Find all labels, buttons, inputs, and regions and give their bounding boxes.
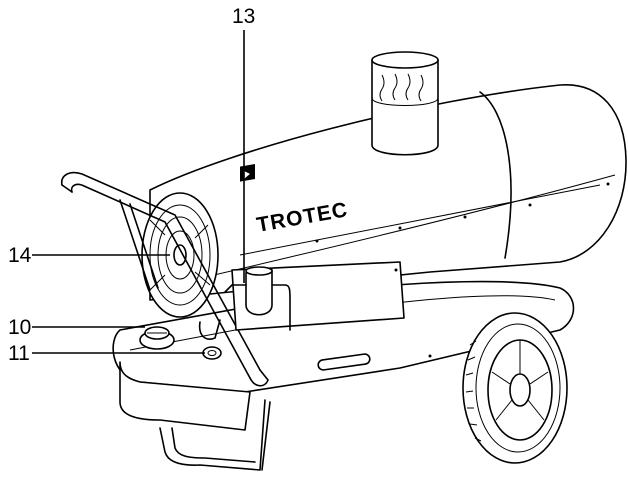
wheel — [462, 312, 568, 464]
callout-11: 11 — [8, 342, 205, 365]
fuel-filter — [224, 266, 291, 331]
callout-10: 10 — [8, 316, 145, 339]
callout-13-label: 13 — [232, 5, 255, 28]
callout-14: 14 — [8, 244, 170, 267]
base-frame — [159, 399, 271, 471]
control-panel — [231, 261, 405, 331]
callout-14-label: 14 — [8, 244, 32, 267]
callout-11-label: 11 — [8, 342, 30, 365]
fuel-tank — [112, 280, 575, 431]
heater-body — [149, 84, 627, 301]
fuel-cap — [139, 326, 175, 350]
callout-10-label: 10 — [8, 316, 31, 339]
handle-bar — [60, 171, 269, 387]
exhaust-chimney — [371, 51, 439, 156]
callout-13: 13 — [232, 5, 255, 283]
